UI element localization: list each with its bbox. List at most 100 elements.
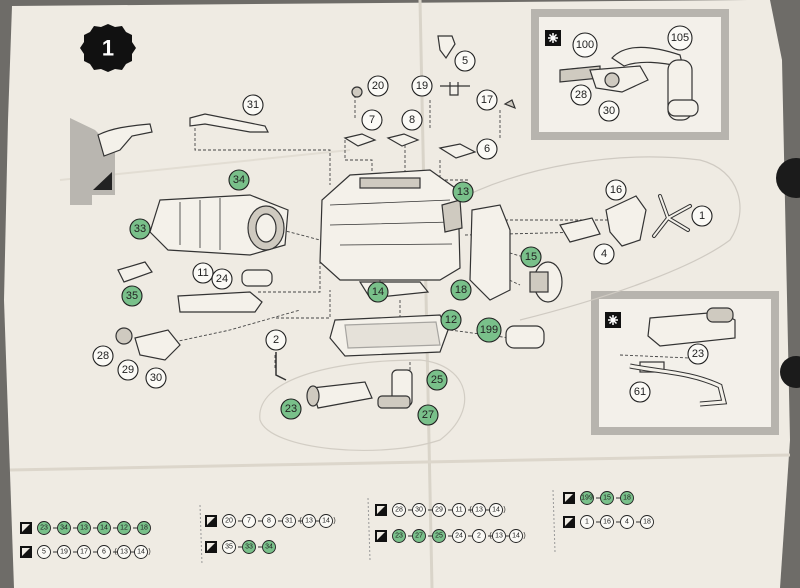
callout-4: 4 [593, 243, 615, 265]
sequence-step-label: 27 [415, 533, 423, 540]
sequence-step-label: 12 [120, 525, 128, 532]
sequence-step-label: 23 [395, 533, 403, 540]
callout-30: 30 [598, 100, 620, 122]
callout-28: 28 [570, 84, 592, 106]
callout-label: 29 [122, 364, 134, 376]
sequence-step [620, 491, 634, 505]
callout-label: 23 [285, 403, 297, 415]
sequence-step [452, 503, 466, 517]
glue-corner-icon [205, 541, 217, 553]
svg-text:(: ( [114, 549, 117, 556]
callout-circle [367, 75, 389, 97]
callout-circle [440, 309, 462, 331]
callout-label: 199 [480, 324, 498, 336]
callout-label: 19 [416, 80, 428, 92]
sequence-step [489, 503, 503, 517]
glue-corner-icon [93, 172, 112, 190]
callout-19: 19 [411, 75, 433, 97]
sequence-step [509, 529, 523, 543]
callout-circle [452, 181, 474, 203]
sequence-step-label: 13 [120, 549, 128, 556]
sequence-step [640, 515, 654, 529]
callout-label: 7 [369, 114, 375, 126]
callout-61: 61 [629, 381, 651, 403]
callout-label: 100 [576, 39, 594, 51]
sequence-step-label: 24 [455, 533, 463, 540]
callout-29: 29 [117, 359, 139, 381]
sequence-step-label: 14 [512, 533, 520, 540]
callout-27: 27 [417, 404, 439, 426]
sequence-step [392, 529, 406, 543]
callout-label: 34 [233, 174, 245, 186]
svg-text:): ) [503, 507, 505, 514]
callout-label: 28 [97, 350, 109, 362]
callout-label: 17 [481, 94, 493, 106]
callout-circle [629, 381, 651, 403]
sequence-step [580, 515, 594, 529]
sequence-step [412, 503, 426, 517]
sequence-step-label: 33 [245, 544, 253, 551]
sequence-step-label: 17 [80, 549, 88, 556]
sequence-step-label: 29 [435, 507, 443, 514]
sequence-step-label: 14 [100, 525, 108, 532]
svg-text:(: ( [469, 507, 472, 514]
callout-23: 23 [280, 398, 302, 420]
callout-circle [192, 262, 214, 284]
sequence-step-label: 1 [585, 519, 589, 526]
callout-label: 105 [671, 32, 689, 44]
sequence-step-label: 34 [60, 525, 68, 532]
callout-circle [92, 345, 114, 367]
callout-100: 100 [572, 32, 598, 58]
callout-label: 33 [134, 223, 146, 235]
sequence-step-label: 31 [285, 518, 293, 525]
sequence-step-label: 18 [643, 519, 651, 526]
callout-label: 28 [575, 89, 587, 101]
sequence-step [262, 540, 276, 554]
sequence-step-label: 23 [40, 525, 48, 532]
callout-35: 35 [121, 285, 143, 307]
callout-circle [687, 343, 709, 365]
callout-circle [121, 285, 143, 307]
sequence-step-label: 18 [623, 495, 631, 502]
callout-circle [426, 369, 448, 391]
callout-circle [572, 32, 598, 58]
sequence-step-label: 13 [80, 525, 88, 532]
sequence-step [137, 521, 151, 535]
callout-circle [520, 246, 542, 268]
glue-corner-icon [20, 546, 32, 558]
callout-circle [454, 50, 476, 72]
callout-8: 8 [401, 109, 423, 131]
sequence-step-label: 18 [140, 525, 148, 532]
callout-circle [476, 138, 498, 160]
sequence-step [282, 514, 296, 528]
sequence-step-label: 28 [395, 507, 403, 514]
sequence-row: 23 34 13 14 12 18 [20, 521, 151, 535]
glue-hint-inset [70, 118, 153, 205]
svg-text:(: ( [489, 533, 492, 540]
callout-label: 30 [603, 105, 615, 117]
sequence-step-label: 16 [603, 519, 611, 526]
callout-label: 24 [216, 273, 228, 285]
callout-2: 2 [265, 329, 287, 351]
callout-6: 6 [476, 138, 498, 160]
svg-text:): ) [148, 549, 150, 556]
callout-label: 18 [455, 284, 467, 296]
sequence-step [472, 529, 486, 543]
sequence-step-label: 14 [492, 507, 500, 514]
sequence-step-label: 25 [435, 533, 443, 540]
sequence-step [117, 521, 131, 535]
sequence-step-label: 19 [60, 549, 68, 556]
glue-corner-icon [563, 516, 575, 528]
sequence-step [432, 503, 446, 517]
callout-circle [367, 281, 389, 303]
sequence-step [242, 514, 256, 528]
sequence-step [432, 529, 446, 543]
callout-23: 23 [687, 343, 709, 365]
callout-label: 30 [150, 372, 162, 384]
sequence-step [222, 540, 236, 554]
